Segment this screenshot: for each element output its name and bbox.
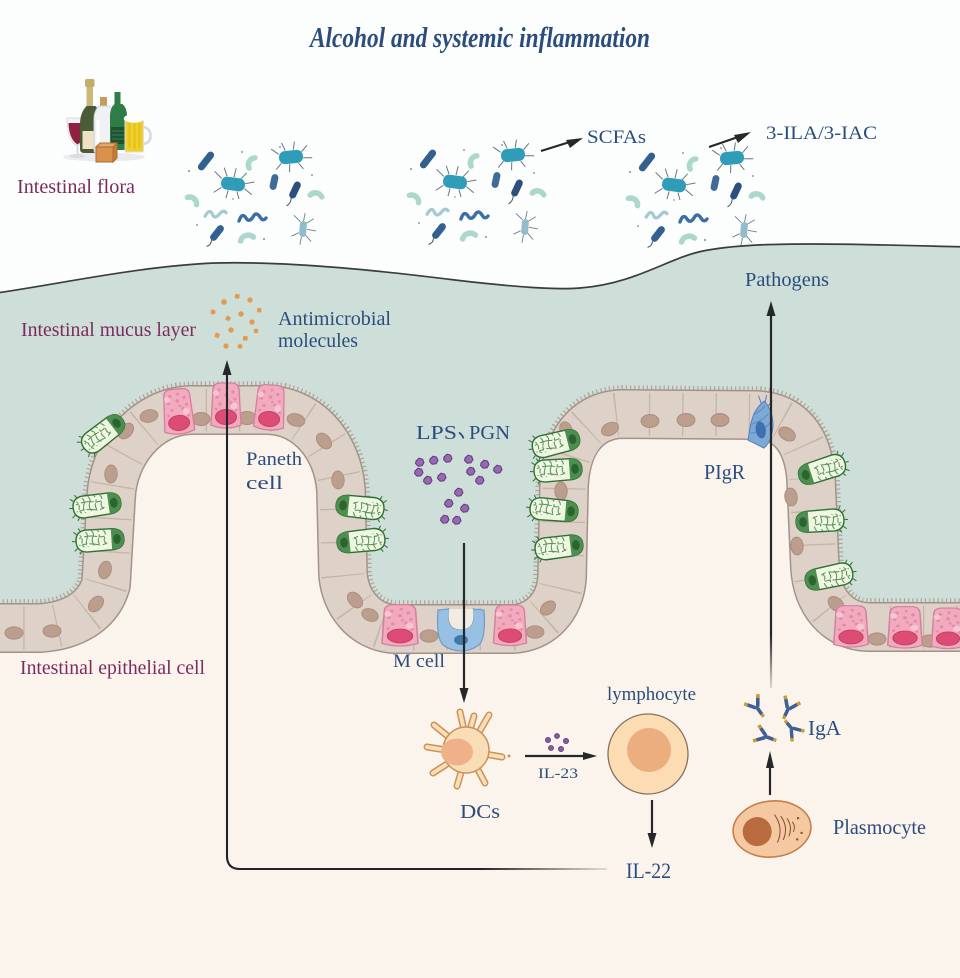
- svg-text:Intestinal mucus layer: Intestinal mucus layer: [21, 319, 196, 341]
- svg-text:LPS: LPS: [416, 422, 457, 444]
- svg-text:Intestinal flora: Intestinal flora: [17, 176, 135, 198]
- svg-text:Alcohol and systemic inflammat: Alcohol and systemic inflammation: [308, 22, 650, 54]
- svg-text:DCs: DCs: [460, 801, 500, 823]
- svg-text:lymphocyte: lymphocyte: [607, 684, 696, 705]
- svg-text:PIgR: PIgR: [704, 460, 745, 484]
- svg-text:Antimicrobial: Antimicrobial: [278, 308, 391, 330]
- svg-text:M cell: M cell: [393, 651, 445, 672]
- svg-text:3-ILA/3-IAC: 3-ILA/3-IAC: [766, 123, 877, 144]
- svg-text:Plasmocyte: Plasmocyte: [833, 815, 926, 839]
- svg-text:cell: cell: [246, 473, 283, 494]
- svg-text:IL-22: IL-22: [626, 858, 671, 883]
- svg-text:IgA: IgA: [808, 716, 842, 740]
- svg-text:Intestinal epithelial cell: Intestinal epithelial cell: [20, 657, 205, 679]
- svg-text:IL-23: IL-23: [538, 766, 578, 782]
- svg-text:SCFAs: SCFAs: [587, 127, 646, 148]
- svg-text:Paneth: Paneth: [246, 449, 303, 470]
- svg-text:Pathogens: Pathogens: [745, 269, 829, 291]
- svg-text:PGN: PGN: [469, 422, 510, 444]
- svg-text:molecules: molecules: [278, 330, 358, 352]
